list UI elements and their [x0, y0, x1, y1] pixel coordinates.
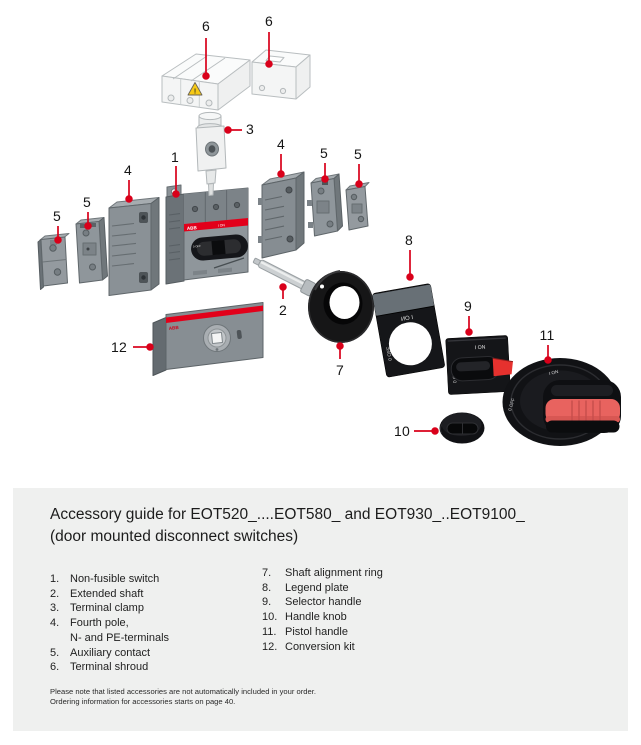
legend-on-label: I ON [400, 315, 413, 323]
list-item-continuation: N- and PE-terminals [70, 631, 170, 644]
part-conversion-kit: ABB [152, 302, 264, 376]
callout-5-midright: 5 [320, 145, 328, 161]
part-terminal-clamp [195, 111, 227, 196]
callout-4-right: 4 [277, 136, 285, 152]
part-aux-contact-3 [307, 173, 343, 237]
accessory-guide-panel: Accessory guide for EOT520_....EOT580_ a… [13, 488, 628, 731]
list-item: 9.Selector handle [262, 596, 362, 609]
list-item: 4.Fourth pole, [50, 617, 129, 630]
list-item: 7.Shaft alignment ring [262, 567, 383, 579]
part-aux-contact-2 [75, 217, 108, 284]
callout-arrows [54, 32, 552, 435]
callout-9: 9 [464, 298, 472, 314]
warning-triangle-icon [187, 82, 203, 96]
switch-brand-label: ABB [187, 225, 198, 231]
part-non-fusible-switch: ABB I ON 0 OFF [165, 184, 249, 285]
part-aux-contact-4 [345, 182, 370, 231]
part-shaft-alignment-ring [308, 270, 374, 343]
callout-6-right: 6 [265, 13, 273, 29]
list-item: 2.Extended shaft [50, 587, 144, 600]
callout-4-left: 4 [124, 162, 132, 178]
callout-1: 1 [171, 149, 179, 165]
part-pistol-handle: I ON 0 OFF [502, 358, 621, 446]
callout-7: 7 [336, 362, 344, 378]
order-note-line1: Please note that listed accessories are … [50, 687, 316, 696]
list-item: 5.Auxiliary contact [50, 646, 151, 659]
callout-10: 10 [394, 423, 410, 439]
part-fourth-pole-right [258, 171, 305, 259]
page-title: Accessory guide for EOT520_....EOT580_ a… [50, 504, 525, 547]
order-note: Please note that listed accessories are … [50, 687, 316, 706]
part-aux-contact-1 [37, 233, 70, 290]
list-item: 6.Terminal shroud [50, 661, 149, 674]
exploded-diagram: ! [37, 13, 621, 446]
callout-12: 12 [111, 339, 127, 355]
list-item: 1.Non-fusible switch [50, 573, 160, 585]
callout-5-right: 5 [354, 146, 362, 162]
callout-3: 3 [246, 121, 254, 137]
part-terminal-shroud-left: ! [161, 53, 251, 111]
list-item: 12.Conversion kit [262, 640, 355, 653]
callout-6-left: 6 [202, 18, 210, 34]
callout-5-farleft: 5 [53, 208, 61, 224]
list-item: 10.Handle knob [262, 611, 347, 624]
part-extended-shaft [252, 257, 316, 297]
accessory-list-right: 7.Shaft alignment ring 8.Legend plate 9.… [262, 566, 383, 654]
warning-mark: ! [194, 89, 196, 96]
kit-brand-label: ABB [169, 325, 180, 331]
callout-2: 2 [279, 302, 287, 318]
order-note-line2: Ordering information for accessories sta… [50, 696, 236, 706]
part-terminal-shroud-right [251, 49, 311, 100]
list-item: 3.Terminal clamp [50, 602, 144, 615]
switch-off-label: 0 OFF [193, 244, 202, 249]
pistol-off-label: 0 OFF [507, 397, 516, 411]
callout-8: 8 [405, 232, 413, 248]
pistol-on-label: I ON [548, 369, 558, 376]
part-handle-knob [439, 412, 485, 444]
switch-on-label: I ON [218, 223, 226, 228]
list-item: 8.Legend plate [262, 581, 349, 594]
legend-off-label: 0 OFF [386, 346, 394, 361]
part-fourth-pole-left [108, 197, 160, 296]
page-title-line1: Accessory guide for EOT520_....EOT580_ a… [50, 506, 525, 523]
accessory-list-left: 1.Non-fusible switch 2.Extended shaft 3.… [50, 572, 169, 675]
callout-11: 11 [539, 327, 555, 343]
diagram-svg: ! [37, 32, 621, 446]
callout-5-left: 5 [83, 194, 91, 210]
page-title-line2: (door mounted disconnect switches) [50, 527, 299, 545]
part-legend-plate: I ON 0 OFF [372, 283, 445, 378]
part-selector-handle: I ON 0 OFF [445, 335, 514, 395]
list-item: 11.Pistol handle [262, 625, 348, 638]
selector-on-label: I ON [475, 345, 486, 352]
